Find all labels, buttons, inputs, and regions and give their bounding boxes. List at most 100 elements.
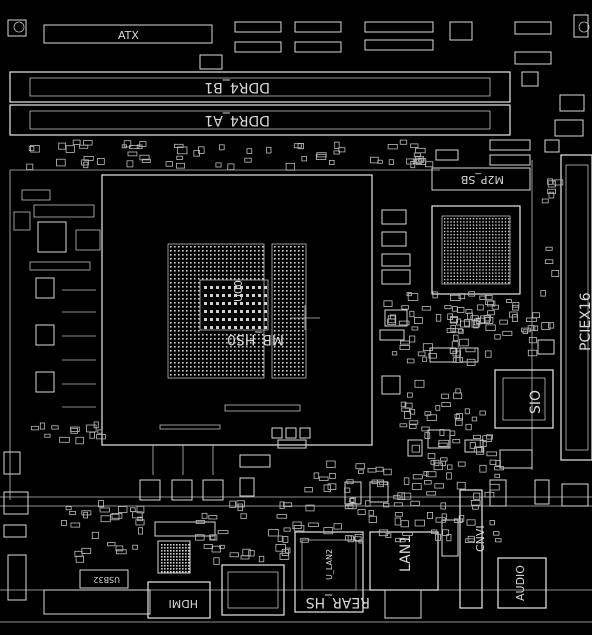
pch-ball	[472, 237, 475, 239]
smd-part	[89, 431, 96, 439]
pch-ball	[504, 246, 507, 249]
pch-ball	[453, 262, 455, 265]
cpu-pin	[202, 246, 204, 248]
cpu-pin	[298, 362, 300, 364]
smd-part	[349, 498, 355, 503]
pch-ball	[479, 259, 481, 261]
pch-ball	[447, 272, 449, 274]
smd-part	[91, 531, 99, 539]
cpu-pin	[286, 306, 288, 308]
smd-part	[394, 512, 403, 517]
cpu-pin	[230, 362, 232, 364]
cpu-pin	[218, 266, 220, 268]
cpu-pin	[286, 258, 288, 260]
smd-part	[130, 507, 136, 512]
cpu-pin	[210, 366, 212, 368]
cpu-pin	[170, 286, 172, 288]
cpu-pin	[290, 266, 292, 268]
pch-ball	[466, 221, 468, 223]
cpu-pin	[170, 358, 172, 360]
cpu-pin	[258, 338, 260, 340]
smd-part	[441, 393, 449, 399]
cpu-pin	[234, 286, 237, 289]
cpu-pin	[222, 294, 225, 297]
cpu-pin	[222, 250, 224, 252]
pch-ball	[453, 246, 455, 249]
chip-pin	[179, 547, 181, 549]
chip-pin	[167, 547, 169, 549]
cpu-pin	[170, 354, 172, 356]
pch-ball	[479, 246, 481, 249]
smd-part	[404, 411, 412, 420]
chip-pin	[164, 547, 166, 549]
cpu-pin	[194, 314, 196, 316]
cpu-pin	[230, 350, 232, 352]
pch-ball	[469, 218, 471, 220]
pch-ball	[453, 227, 455, 229]
cpu-pin	[222, 258, 224, 260]
cpu-pin	[170, 270, 172, 272]
cpu-pin	[186, 358, 188, 360]
pch-ball	[469, 275, 471, 277]
cpu-pin	[198, 366, 200, 368]
pch-ball	[463, 262, 465, 265]
pch-ball	[479, 250, 481, 252]
cpu-pin	[194, 326, 196, 328]
cpu-pin	[214, 346, 216, 348]
smd-part	[477, 304, 484, 311]
pch-ball	[463, 227, 465, 229]
cpu-pin	[262, 338, 264, 340]
cpu-pin	[222, 310, 225, 313]
smd-part	[406, 358, 415, 364]
cpu-pin	[234, 294, 237, 297]
cpu-pin	[222, 286, 225, 289]
cpu-pin	[238, 262, 240, 264]
chip-pin	[164, 556, 166, 558]
cpu-pin	[302, 318, 304, 320]
pch-ball	[488, 278, 491, 281]
smd-part	[547, 188, 557, 194]
cpu-pin	[238, 362, 240, 364]
cpu-pin	[216, 310, 219, 313]
cpu-pin	[298, 318, 300, 320]
cpu-pin	[194, 342, 196, 344]
pch-ball	[447, 240, 449, 242]
pch-ball	[498, 224, 500, 226]
smd-part	[421, 306, 432, 311]
pch-ball	[456, 282, 459, 284]
cpu-pin	[246, 266, 248, 268]
pch-ball	[469, 269, 471, 271]
pch-ball	[463, 272, 465, 274]
smd-part	[323, 527, 334, 535]
cpu-pin	[294, 350, 296, 352]
chip-pin	[185, 547, 187, 549]
cpu-pin	[182, 350, 184, 352]
cpu-pin	[194, 306, 196, 308]
pch-ball	[495, 237, 497, 239]
cpu-pin	[274, 298, 276, 300]
cpu-pin	[178, 266, 180, 268]
smd-part	[227, 163, 235, 171]
cpu-pin	[198, 374, 200, 376]
cpu-pin	[282, 354, 284, 356]
smd-part	[323, 484, 331, 492]
pch-ball	[463, 253, 465, 255]
pch-ball	[504, 269, 507, 271]
cpu-pin	[218, 366, 220, 368]
cpu-pin	[282, 370, 284, 372]
smd-part	[69, 510, 76, 515]
cpu-pin	[190, 334, 192, 336]
pch-ball	[501, 275, 503, 277]
cpu-pin	[254, 254, 256, 256]
pch-ball	[508, 224, 510, 226]
cpu-pin	[298, 282, 300, 284]
smd-part	[383, 300, 393, 307]
cpu-pin	[210, 334, 212, 336]
cpu-pin	[218, 362, 220, 364]
cpu-pin	[302, 294, 304, 296]
cpu-pin	[294, 330, 296, 332]
pch-ball	[472, 266, 475, 268]
cpu-pin	[258, 286, 261, 289]
chip-pin	[185, 571, 187, 573]
pch-ball	[453, 259, 455, 261]
